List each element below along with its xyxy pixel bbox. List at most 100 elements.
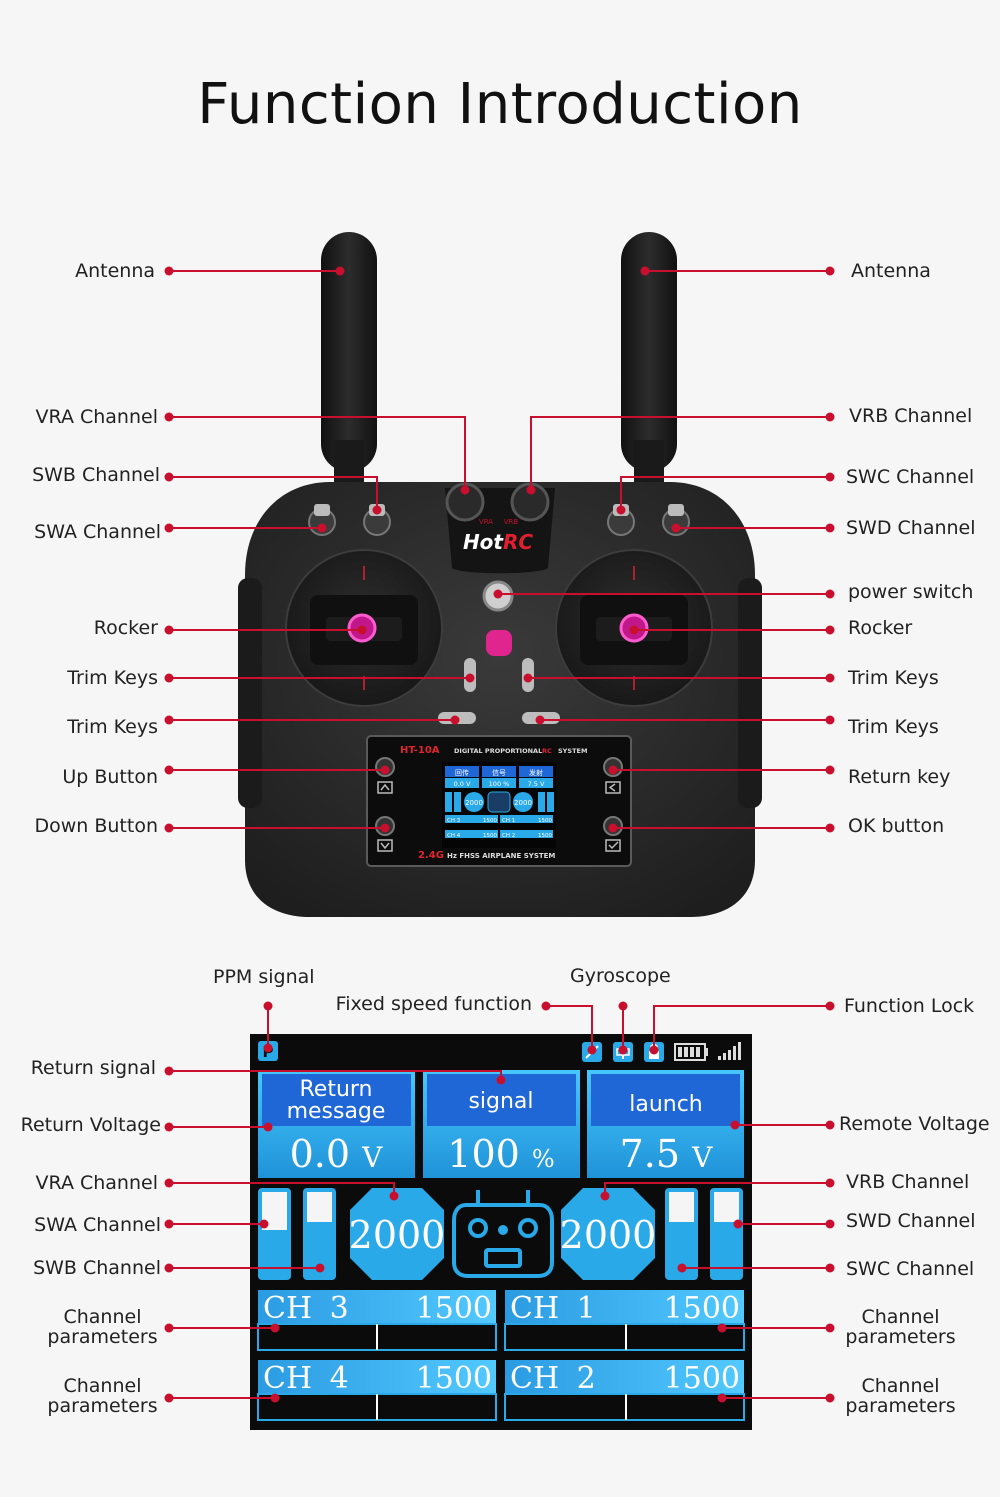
label-return-signal: Return signal — [30, 1057, 156, 1079]
antenna-left — [321, 232, 377, 472]
label-channel-params-left-2: Channel parameters — [47, 1375, 158, 1417]
mini-row-1-val-a: 1500 — [483, 818, 497, 824]
knob-label-vra: VRA — [479, 518, 493, 526]
leader-dot — [608, 765, 618, 775]
mini-lcd: 回传 信号 发射 0.0 V 100 % 7.5 V 2000 2000 CH … — [442, 762, 556, 848]
leader-dot — [164, 1219, 174, 1229]
leader-dot — [825, 1393, 835, 1403]
leader-dot — [825, 1178, 835, 1188]
mini-row-2-ch-a: CH 4 — [447, 833, 461, 839]
return-message-line: Return — [299, 1077, 372, 1102]
leader-dot — [493, 589, 503, 599]
mini-row-2-val-b: 1500 — [538, 833, 552, 839]
leader-dot — [164, 266, 174, 276]
leader-dot — [733, 1219, 743, 1229]
ch3-num: 3 — [330, 1291, 349, 1326]
mini-tab-3: 发射 — [529, 768, 543, 777]
mini-tab-1: 回传 — [455, 768, 469, 777]
mini-row-1-ch-a: CH 3 — [447, 818, 461, 824]
leader-dot — [825, 1263, 835, 1273]
ch2-value: 1500 — [664, 1361, 740, 1396]
leader-dot — [618, 1001, 628, 1011]
label-ppm-signal: PPM signal — [213, 966, 315, 988]
return-message-line: message — [287, 1099, 386, 1124]
leader-dot — [649, 1045, 659, 1055]
leader-dot — [825, 589, 835, 599]
knob-label-vrb: VRB — [504, 518, 519, 526]
screen-footer-freq: 2.4G — [418, 850, 444, 861]
leader-dot — [164, 765, 174, 775]
signal-unit: % — [532, 1145, 555, 1173]
label-bottom-swc: SWC Channel — [846, 1258, 975, 1280]
remote-voltage-value: 7.5 V — [620, 1132, 714, 1176]
label-swb-channel: SWB Channel — [32, 464, 160, 486]
signal-tab: signal — [468, 1089, 533, 1114]
label-swc-channel: SWC Channel — [846, 466, 975, 488]
leader-dot — [460, 485, 470, 495]
leader-dot — [825, 823, 835, 833]
center-button[interactable] — [486, 630, 512, 656]
ch2-label: CH 2 — [510, 1361, 596, 1396]
leader-dot — [380, 823, 390, 833]
label-power-switch: power switch — [848, 581, 974, 603]
ch2-num: 2 — [577, 1361, 596, 1396]
leader-dot — [825, 625, 835, 635]
label-ok-button: OK button — [848, 815, 945, 837]
brand-hot: Hot — [463, 530, 504, 554]
label-fixed-speed-function: Fixed speed function — [335, 993, 532, 1015]
label-vrb-channel: VRB Channel — [849, 405, 973, 427]
label-return-voltage: Return Voltage — [20, 1114, 161, 1136]
leader-dot — [629, 625, 639, 635]
return-voltage-number: 0.0 — [290, 1132, 350, 1176]
label-trim-keys-left-1: Trim Keys — [67, 667, 158, 689]
label-down-button: Down Button — [34, 815, 158, 837]
ch4-value: 1500 — [416, 1361, 492, 1396]
leader-dot — [164, 523, 174, 533]
vrb-value: 2000 — [560, 1213, 657, 1257]
mini-number-2: 2000 — [514, 799, 532, 807]
screen-header-rc: RC — [542, 747, 552, 755]
leader-dot — [164, 715, 174, 725]
remote-voltage-unit: V — [691, 1141, 713, 1174]
ch2-name: CH — [510, 1361, 559, 1396]
screen-header-text: DIGITAL PROPORTIONAL — [454, 747, 542, 755]
label-bottom-vra: VRA Channel — [35, 1172, 158, 1194]
controller-icon — [452, 1190, 554, 1278]
return-voltage-unit: V — [361, 1141, 383, 1174]
leader-dot — [380, 765, 390, 775]
swc-switch[interactable] — [607, 504, 635, 536]
label-antenna-left: Antenna — [75, 260, 155, 282]
leader-dot — [825, 1323, 835, 1333]
label-remote-voltage: Remote Voltage — [839, 1113, 990, 1135]
mini-tab-2: 信号 — [492, 768, 506, 777]
leader-dot — [164, 1393, 174, 1403]
leader-dot — [825, 412, 835, 422]
mini-number-1: 2000 — [465, 799, 483, 807]
leader-dot — [450, 715, 460, 725]
ch4-num: 4 — [330, 1361, 349, 1396]
leader-dot — [164, 823, 174, 833]
leader-dot — [730, 1120, 740, 1130]
leader-dot — [164, 1178, 174, 1188]
mini-row-1-val-b: 1500 — [538, 818, 552, 824]
leader-dot — [825, 523, 835, 533]
leader-dot — [263, 1122, 273, 1132]
mini-row-1-ch-b: CH 1 — [502, 818, 515, 824]
page-title: Function Introduction — [197, 72, 803, 137]
leader-dot — [372, 505, 382, 515]
label-up-button: Up Button — [62, 766, 158, 788]
leader-dot — [523, 673, 533, 683]
leader-dot — [825, 1001, 835, 1011]
label-vra-channel: VRA Channel — [35, 406, 158, 428]
ch3-value: 1500 — [416, 1291, 492, 1326]
label-bottom-swa: SWA Channel — [34, 1214, 161, 1236]
remote-voltage-number: 7.5 — [620, 1132, 680, 1176]
ch1-name: CH — [510, 1291, 559, 1326]
label-channel-params-right-2: Channel parameters — [845, 1375, 956, 1417]
leader-dots — [164, 266, 835, 1403]
label-return-key: Return key — [848, 766, 951, 788]
vrb-knob-display — [561, 1188, 655, 1280]
label-swa-channel: SWA Channel — [34, 521, 161, 543]
